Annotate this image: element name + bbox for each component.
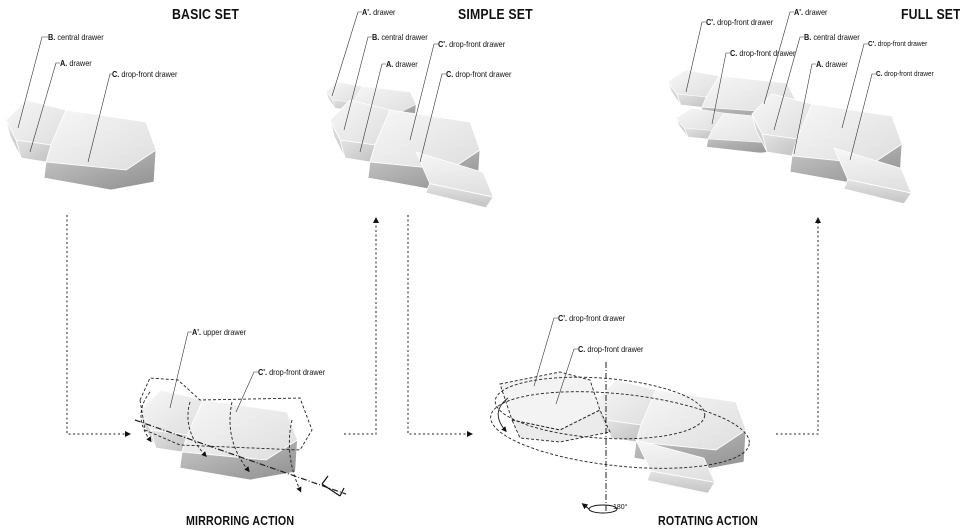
part-label: C. drop-front drawer [446, 69, 512, 79]
mirroring-object [134, 377, 347, 497]
part-label: C. drop-front drawer [876, 69, 934, 78]
part-label: C'. drop-front drawer [438, 39, 506, 49]
leader-lines [17, 11, 876, 413]
rotation-angle-label: 180° [613, 504, 628, 511]
part-label: B. central drawer [804, 32, 860, 42]
part-label: C'. drop-front drawer [558, 313, 626, 323]
rotating-object [490, 362, 750, 514]
full-set-title: FULL SET [901, 6, 960, 23]
basic-set-title: BASIC SET [172, 6, 240, 23]
part-label: C. drop-front drawer [730, 48, 796, 58]
part-label: C'. drop-front drawer [868, 39, 928, 48]
mirroring-action-title: MIRRORING ACTION [186, 513, 295, 528]
part-label: C'. drop-front drawer [258, 367, 326, 377]
part-label: B. central drawer [372, 32, 428, 42]
part-label: B. central drawer [48, 32, 104, 42]
basic-set-object [5, 99, 157, 191]
part-label: A'. drawer [362, 7, 396, 17]
part-label: C. drop-front drawer [112, 69, 178, 79]
rotating-action-title: ROTATING ACTION [658, 513, 758, 528]
part-label: A'. upper drawer [192, 327, 247, 337]
simple-set-object [325, 81, 500, 210]
part-label: A. drawer [816, 59, 848, 69]
part-label: C. drop-front drawer [578, 344, 644, 354]
part-label: A. drawer [60, 58, 92, 68]
part-label: A. drawer [386, 59, 418, 69]
part-label: A'. drawer [794, 7, 828, 17]
simple-set-title: SIMPLE SET [458, 6, 533, 23]
part-label: C'. drop-front drawer [706, 17, 774, 27]
flow-arrows [66, 215, 821, 437]
full-set-object [667, 69, 918, 206]
